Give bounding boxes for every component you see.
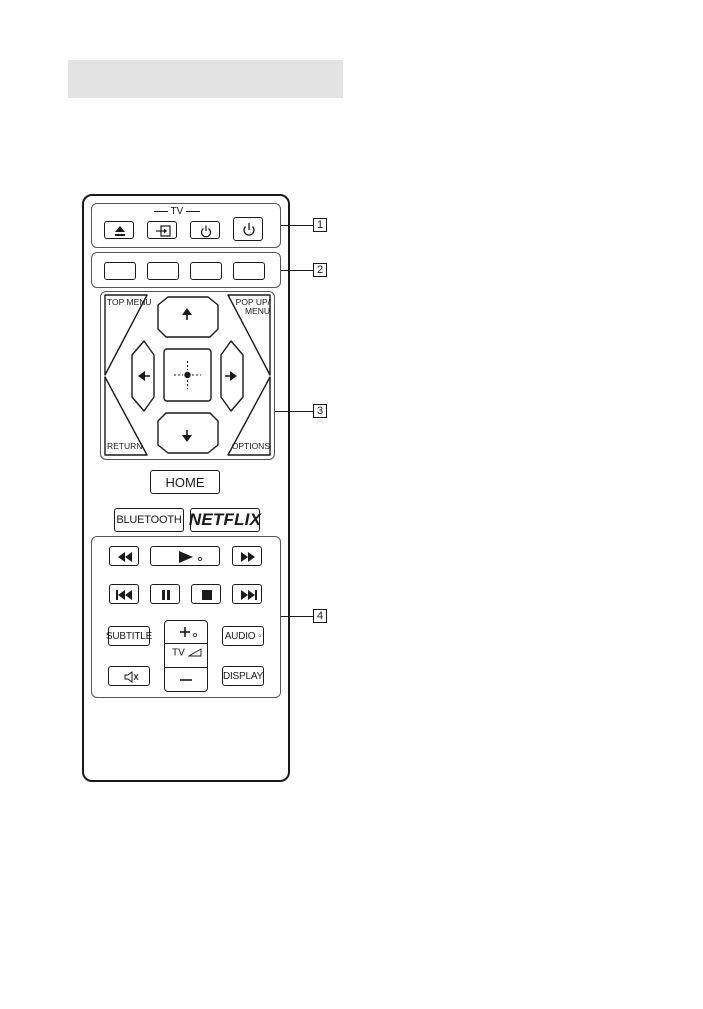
color-button-red[interactable]: [104, 262, 136, 280]
play-button[interactable]: [150, 546, 220, 566]
callout-line-1: [281, 225, 313, 226]
callout-4: 4: [313, 609, 327, 623]
volume-icon: [188, 648, 202, 658]
minus-icon: [165, 668, 207, 691]
power-icon: [234, 218, 264, 242]
tv-input-select-button[interactable]: [147, 221, 177, 239]
mute-button[interactable]: [108, 666, 150, 686]
subtitle-button[interactable]: SUBTITLE: [108, 626, 150, 646]
tv-group-label: TV: [147, 207, 207, 216]
callout-line-4: [281, 616, 313, 617]
color-button-green[interactable]: [147, 262, 179, 280]
up-button[interactable]: [150, 298, 220, 338]
fast-reverse-button[interactable]: [109, 546, 139, 566]
left-button[interactable]: [130, 342, 156, 412]
color-button-yellow[interactable]: [190, 262, 222, 280]
volume-down-button[interactable]: [165, 668, 207, 691]
callout-2: 2: [313, 263, 327, 277]
options-label: OPTIONS: [226, 442, 270, 451]
input-select-icon: [148, 222, 178, 240]
display-button[interactable]: DISPLAY: [222, 666, 264, 686]
tv-power-button[interactable]: [190, 221, 220, 239]
popup-menu-label: POP UP/ MENU: [226, 298, 270, 316]
volume-up-button[interactable]: [165, 621, 207, 642]
plus-icon: [165, 621, 207, 642]
play-icon: [151, 547, 221, 567]
power-icon: [191, 222, 221, 240]
fast-reverse-icon: [110, 547, 140, 567]
fast-forward-icon: [233, 547, 263, 567]
callout-line-2: [281, 270, 313, 271]
mute-icon: [109, 667, 151, 687]
callout-line-3: [275, 411, 313, 412]
stop-button[interactable]: [191, 584, 221, 604]
home-button[interactable]: HOME: [150, 470, 220, 494]
return-label: RETURN: [107, 442, 142, 451]
pause-button[interactable]: [150, 584, 180, 604]
power-button[interactable]: [233, 217, 263, 241]
previous-icon: [110, 585, 140, 605]
pause-icon: [151, 585, 181, 605]
netflix-button[interactable]: NETFLIX: [190, 508, 260, 532]
fast-forward-button[interactable]: [232, 546, 262, 566]
next-button[interactable]: [232, 584, 262, 604]
eject-icon: [105, 222, 135, 240]
eject-button[interactable]: [104, 221, 134, 239]
right-button[interactable]: [219, 342, 245, 412]
callout-1: 1: [313, 218, 327, 232]
previous-button[interactable]: [109, 584, 139, 604]
top-menu-label: TOP MENU: [107, 298, 152, 307]
down-button[interactable]: [150, 412, 220, 452]
enter-button[interactable]: [164, 349, 211, 401]
audio-button[interactable]: AUDIO ◦: [222, 626, 264, 646]
bluetooth-button[interactable]: BLUETOOTH: [114, 508, 184, 532]
color-button-blue[interactable]: [233, 262, 265, 280]
callout-3: 3: [313, 404, 327, 418]
next-icon: [233, 585, 263, 605]
section-header-bar: [68, 60, 343, 98]
volume-tv-label: TV: [172, 648, 202, 658]
stop-icon: [192, 585, 222, 605]
